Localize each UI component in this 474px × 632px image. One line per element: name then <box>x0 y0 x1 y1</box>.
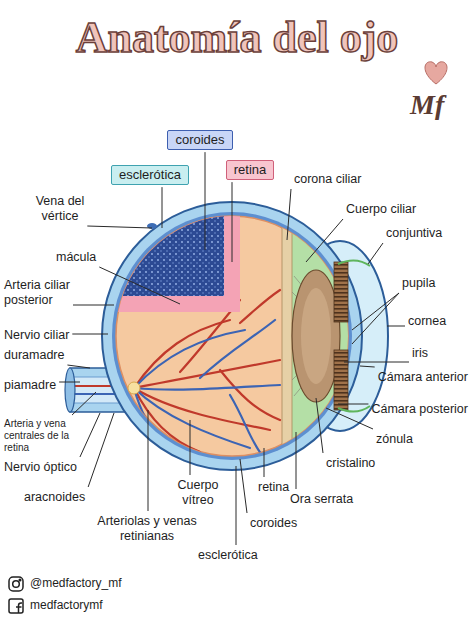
layer-name: esclerótica <box>119 167 181 183</box>
leader-line <box>296 432 297 489</box>
venule <box>200 320 275 378</box>
leader-line <box>360 366 375 367</box>
leader-line <box>338 404 368 405</box>
arterioles <box>134 290 280 452</box>
part-label: aracnoides <box>24 490 85 505</box>
leader-line <box>148 410 149 511</box>
part-label: Cámara posterior <box>371 402 468 417</box>
ciliary-corona <box>282 200 292 480</box>
leader-line <box>264 448 265 477</box>
part-label: zónula <box>376 432 413 447</box>
optic-disc <box>128 382 140 394</box>
leader-line <box>88 413 114 487</box>
part-label: corona ciliar <box>294 172 361 187</box>
diagram-title: Anatomía del ojo <box>0 12 474 65</box>
fundus <box>100 200 362 480</box>
leader-line <box>387 326 405 327</box>
layer-name: coroides <box>175 132 224 148</box>
logo-heart <box>425 62 447 84</box>
part-label: retina <box>258 480 289 495</box>
leader-line <box>326 408 373 429</box>
conjunctiva-upper <box>338 260 370 266</box>
icon-frame <box>9 577 23 591</box>
part-label: Vena del vértice <box>20 194 100 224</box>
leader-line <box>287 189 291 240</box>
facebook-icon <box>9 599 23 613</box>
part-label: Nervio ciliar <box>4 328 69 343</box>
lens-core <box>301 288 331 384</box>
leader-line <box>59 382 80 383</box>
ciliary-body <box>292 200 362 480</box>
arteriole <box>240 290 280 323</box>
part-label: Arteria y vena centrales de la retina <box>4 418 78 454</box>
leader-line <box>352 293 399 330</box>
lens-shape <box>292 270 340 402</box>
part-label: Cámara anterior <box>378 370 468 385</box>
retina-cut <box>100 200 240 312</box>
layer-name: retina <box>234 162 267 178</box>
leader-line <box>72 334 108 335</box>
nerve-cut <box>65 368 75 412</box>
instagram-icon <box>9 577 23 591</box>
leader-line <box>240 459 247 513</box>
part-label: coroides <box>250 516 297 531</box>
leader-line <box>236 466 237 545</box>
leader-line <box>80 413 100 457</box>
logo-text: Mf <box>410 88 444 122</box>
part-label: Arteria ciliar posterior <box>4 278 96 308</box>
leader-line <box>87 226 152 228</box>
part-label: conjuntiva <box>386 226 442 241</box>
part-label: iris <box>412 346 428 361</box>
part-label: cristalino <box>326 456 375 471</box>
leader-line <box>316 398 323 453</box>
part-label: duramadre <box>4 348 64 363</box>
venule <box>134 330 245 388</box>
part-label: pupila <box>402 276 435 291</box>
leader-line <box>232 182 233 262</box>
icon-frame <box>9 599 23 613</box>
leader-line <box>67 365 90 368</box>
part-label: cornea <box>408 314 446 329</box>
social-handle: medfactorymf <box>30 598 103 612</box>
iris-lower <box>334 350 348 410</box>
icon-glyph <box>16 603 22 613</box>
leader-line <box>190 420 191 475</box>
part-label: mácula <box>56 250 96 265</box>
conjunctiva-lower <box>338 406 370 412</box>
part-label: Nervio óptico <box>4 460 77 475</box>
part-label: esclerótica <box>198 548 258 563</box>
venules <box>134 320 280 455</box>
part-label: Cuerpo vítreo <box>170 478 226 508</box>
part-label: Arteriolas y venas retinianas <box>92 514 202 544</box>
leader-line <box>205 152 206 250</box>
leader-line <box>72 392 96 415</box>
leader-line <box>368 243 383 264</box>
layer-box: esclerótica <box>111 165 189 185</box>
leader-line <box>99 267 180 304</box>
leader-line <box>344 362 409 363</box>
venule <box>230 395 262 455</box>
social-handle: @medfactory_mf <box>30 576 122 590</box>
icon-dot <box>19 579 21 581</box>
venule <box>134 388 250 448</box>
leader-line <box>162 187 163 228</box>
layer-box: retina <box>226 160 275 180</box>
arteriole <box>134 388 270 430</box>
leader-line <box>73 305 114 306</box>
arteriole <box>134 360 280 388</box>
leader-line <box>352 293 399 344</box>
iris-upper <box>334 262 348 322</box>
part-label: piamadre <box>4 378 56 393</box>
icon-lens <box>13 581 20 588</box>
leader-line <box>306 219 343 262</box>
venule <box>134 388 165 446</box>
part-label: Cuerpo ciliar <box>346 202 416 217</box>
part-label: Ora serrata <box>290 492 353 507</box>
layer-box: coroides <box>167 130 232 150</box>
venule <box>134 385 280 390</box>
